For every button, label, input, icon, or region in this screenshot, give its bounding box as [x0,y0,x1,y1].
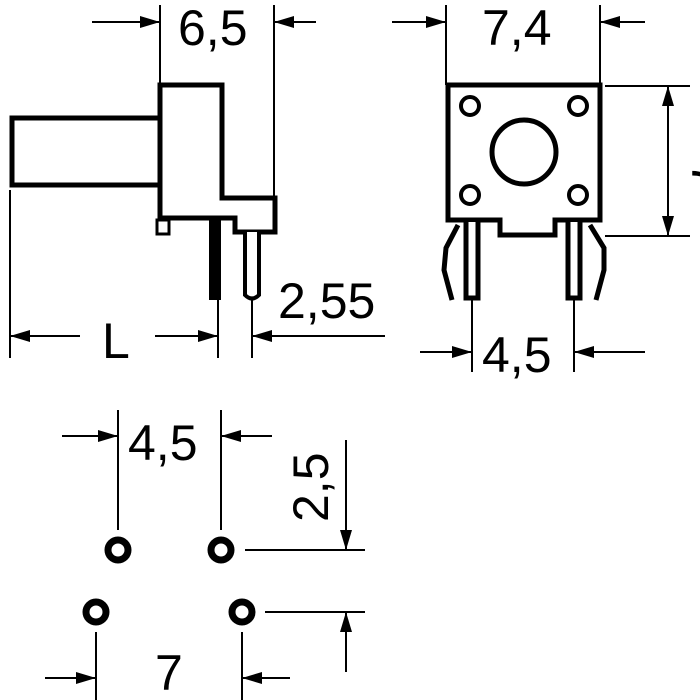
footprint-pad-1 [104,536,132,564]
front-view: 7,4 7 4,5 [392,0,700,383]
dim-side-pin-offset: 2,55 [278,273,375,329]
side-actuator [9,115,165,188]
front-actuator [489,117,559,187]
front-leg-left-inner [463,222,481,301]
footprint-pad-2 [207,536,235,564]
front-hole-bl [459,184,481,206]
side-body [157,82,278,235]
front-hole-tl [459,95,481,117]
front-leg-left-outer [441,223,461,301]
side-view: 6,5 L 2,55 [9,0,385,369]
side-pin-back [243,232,261,301]
dim-front-height: 7 [681,162,700,190]
dim-side-length: L [102,313,130,369]
front-hole-tr [567,95,589,117]
front-leg-right-inner [565,222,583,301]
dim-front-pin-pitch: 4,5 [482,327,552,383]
footprint-pad-3 [82,598,110,626]
front-hole-br [567,184,589,206]
front-leg-right-outer [587,223,607,301]
dim-footprint-pitch-x: 4,5 [128,415,198,471]
dim-front-width: 7,4 [482,0,552,56]
side-pin-front [209,218,221,300]
dim-side-width: 6,5 [178,0,248,56]
dim-footprint-pitch-y: 2,5 [283,452,339,522]
footprint-pad-4 [228,598,256,626]
dim-footprint-outer-x: 7 [155,645,183,700]
side-notch [155,218,171,236]
footprint-view: 4,5 2,5 7 [45,410,365,700]
